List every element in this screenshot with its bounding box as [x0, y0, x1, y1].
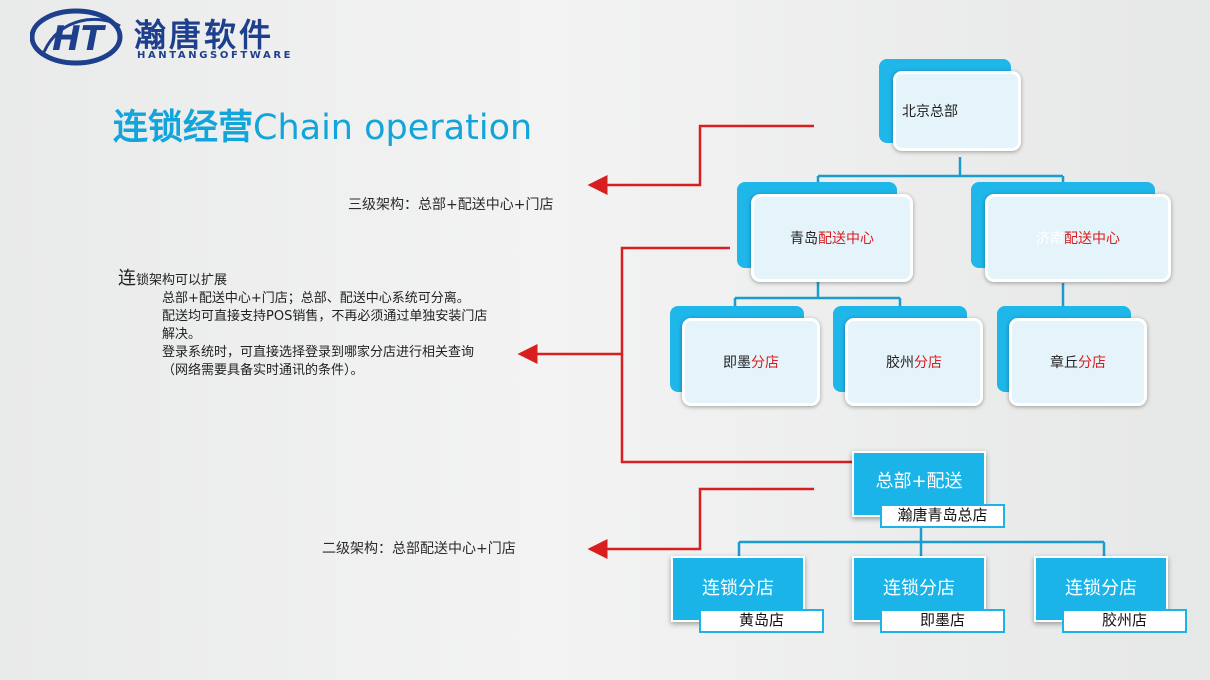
- node-hq-distribution-name: 瀚唐青岛总店: [880, 504, 1005, 528]
- description-block: 连锁架构可以扩展 总部+配送中心+门店；总部、配送中心系统可分离。 配送均可直接…: [118, 270, 496, 380]
- logo-chinese-name: 瀚唐软件: [134, 16, 275, 54]
- node-branch-title: 连锁分店: [883, 578, 955, 599]
- node-jimo-store-prefix: 即墨: [723, 355, 751, 371]
- node-branch-name: 胶州店: [1062, 609, 1187, 633]
- node-qingdao-center-suffix: 配送中心: [818, 231, 874, 247]
- node-jinan-center-suffix: 配送中心: [1064, 231, 1120, 247]
- description-heading-rest: 锁架构可以扩展: [136, 273, 228, 288]
- description-point: 登录系统时，可直接选择登录到哪家分店进行相关查询（网络需要具备实时通讯的条件）。: [162, 345, 475, 378]
- node-jiaozhou-store-prefix: 胶州: [886, 355, 914, 371]
- node-jinan-center-prefix: 济南: [1036, 231, 1064, 247]
- description-point: 配送均可直接支持POS销售，不再必须通过单独安装门店解决。: [162, 309, 488, 342]
- node-beijing-hq-label: 北京总部: [893, 71, 1021, 151]
- tree-connectors-two-level: [737, 527, 1106, 557]
- node-zhangqiu-store-prefix: 章丘: [1050, 355, 1078, 371]
- page-title: 连锁经营Chain operation: [113, 106, 532, 150]
- two-level-label: 二级架构：总部配送中心+门店: [322, 541, 516, 557]
- node-branch-title: 连锁分店: [702, 578, 774, 599]
- page-title-cn: 连锁经营: [113, 108, 254, 148]
- description-point: 总部+配送中心+门店；总部、配送中心系统可分离。: [162, 291, 470, 306]
- node-branch-name: 黄岛店: [699, 609, 824, 633]
- description-heading: 连锁架构可以扩展: [118, 270, 496, 290]
- three-level-label: 三级架构：总部+配送中心+门店: [348, 197, 554, 213]
- node-zhangqiu-store-suffix: 分店: [1078, 355, 1106, 371]
- node-qingdao-center-prefix: 青岛: [790, 231, 818, 247]
- node-jimo-store-suffix: 分店: [751, 355, 779, 371]
- node-hq-distribution-title: 总部+配送: [875, 471, 963, 492]
- node-jiaozhou-store-suffix: 分店: [914, 355, 942, 371]
- logo-english-name: HANTANGSOFTWARE: [137, 50, 294, 61]
- page-title-en: Chain operation: [253, 108, 533, 148]
- description-heading-first-char: 连: [118, 268, 136, 289]
- annotation-arrows: [517, 124, 852, 559]
- tree-connectors-three-level: [733, 157, 1065, 306]
- node-branch-name: 即墨店: [880, 609, 1005, 633]
- node-branch-title: 连锁分店: [1065, 578, 1137, 599]
- logo-mark-text: HT: [52, 19, 106, 59]
- hantang-logo-mark: HT: [30, 8, 123, 66]
